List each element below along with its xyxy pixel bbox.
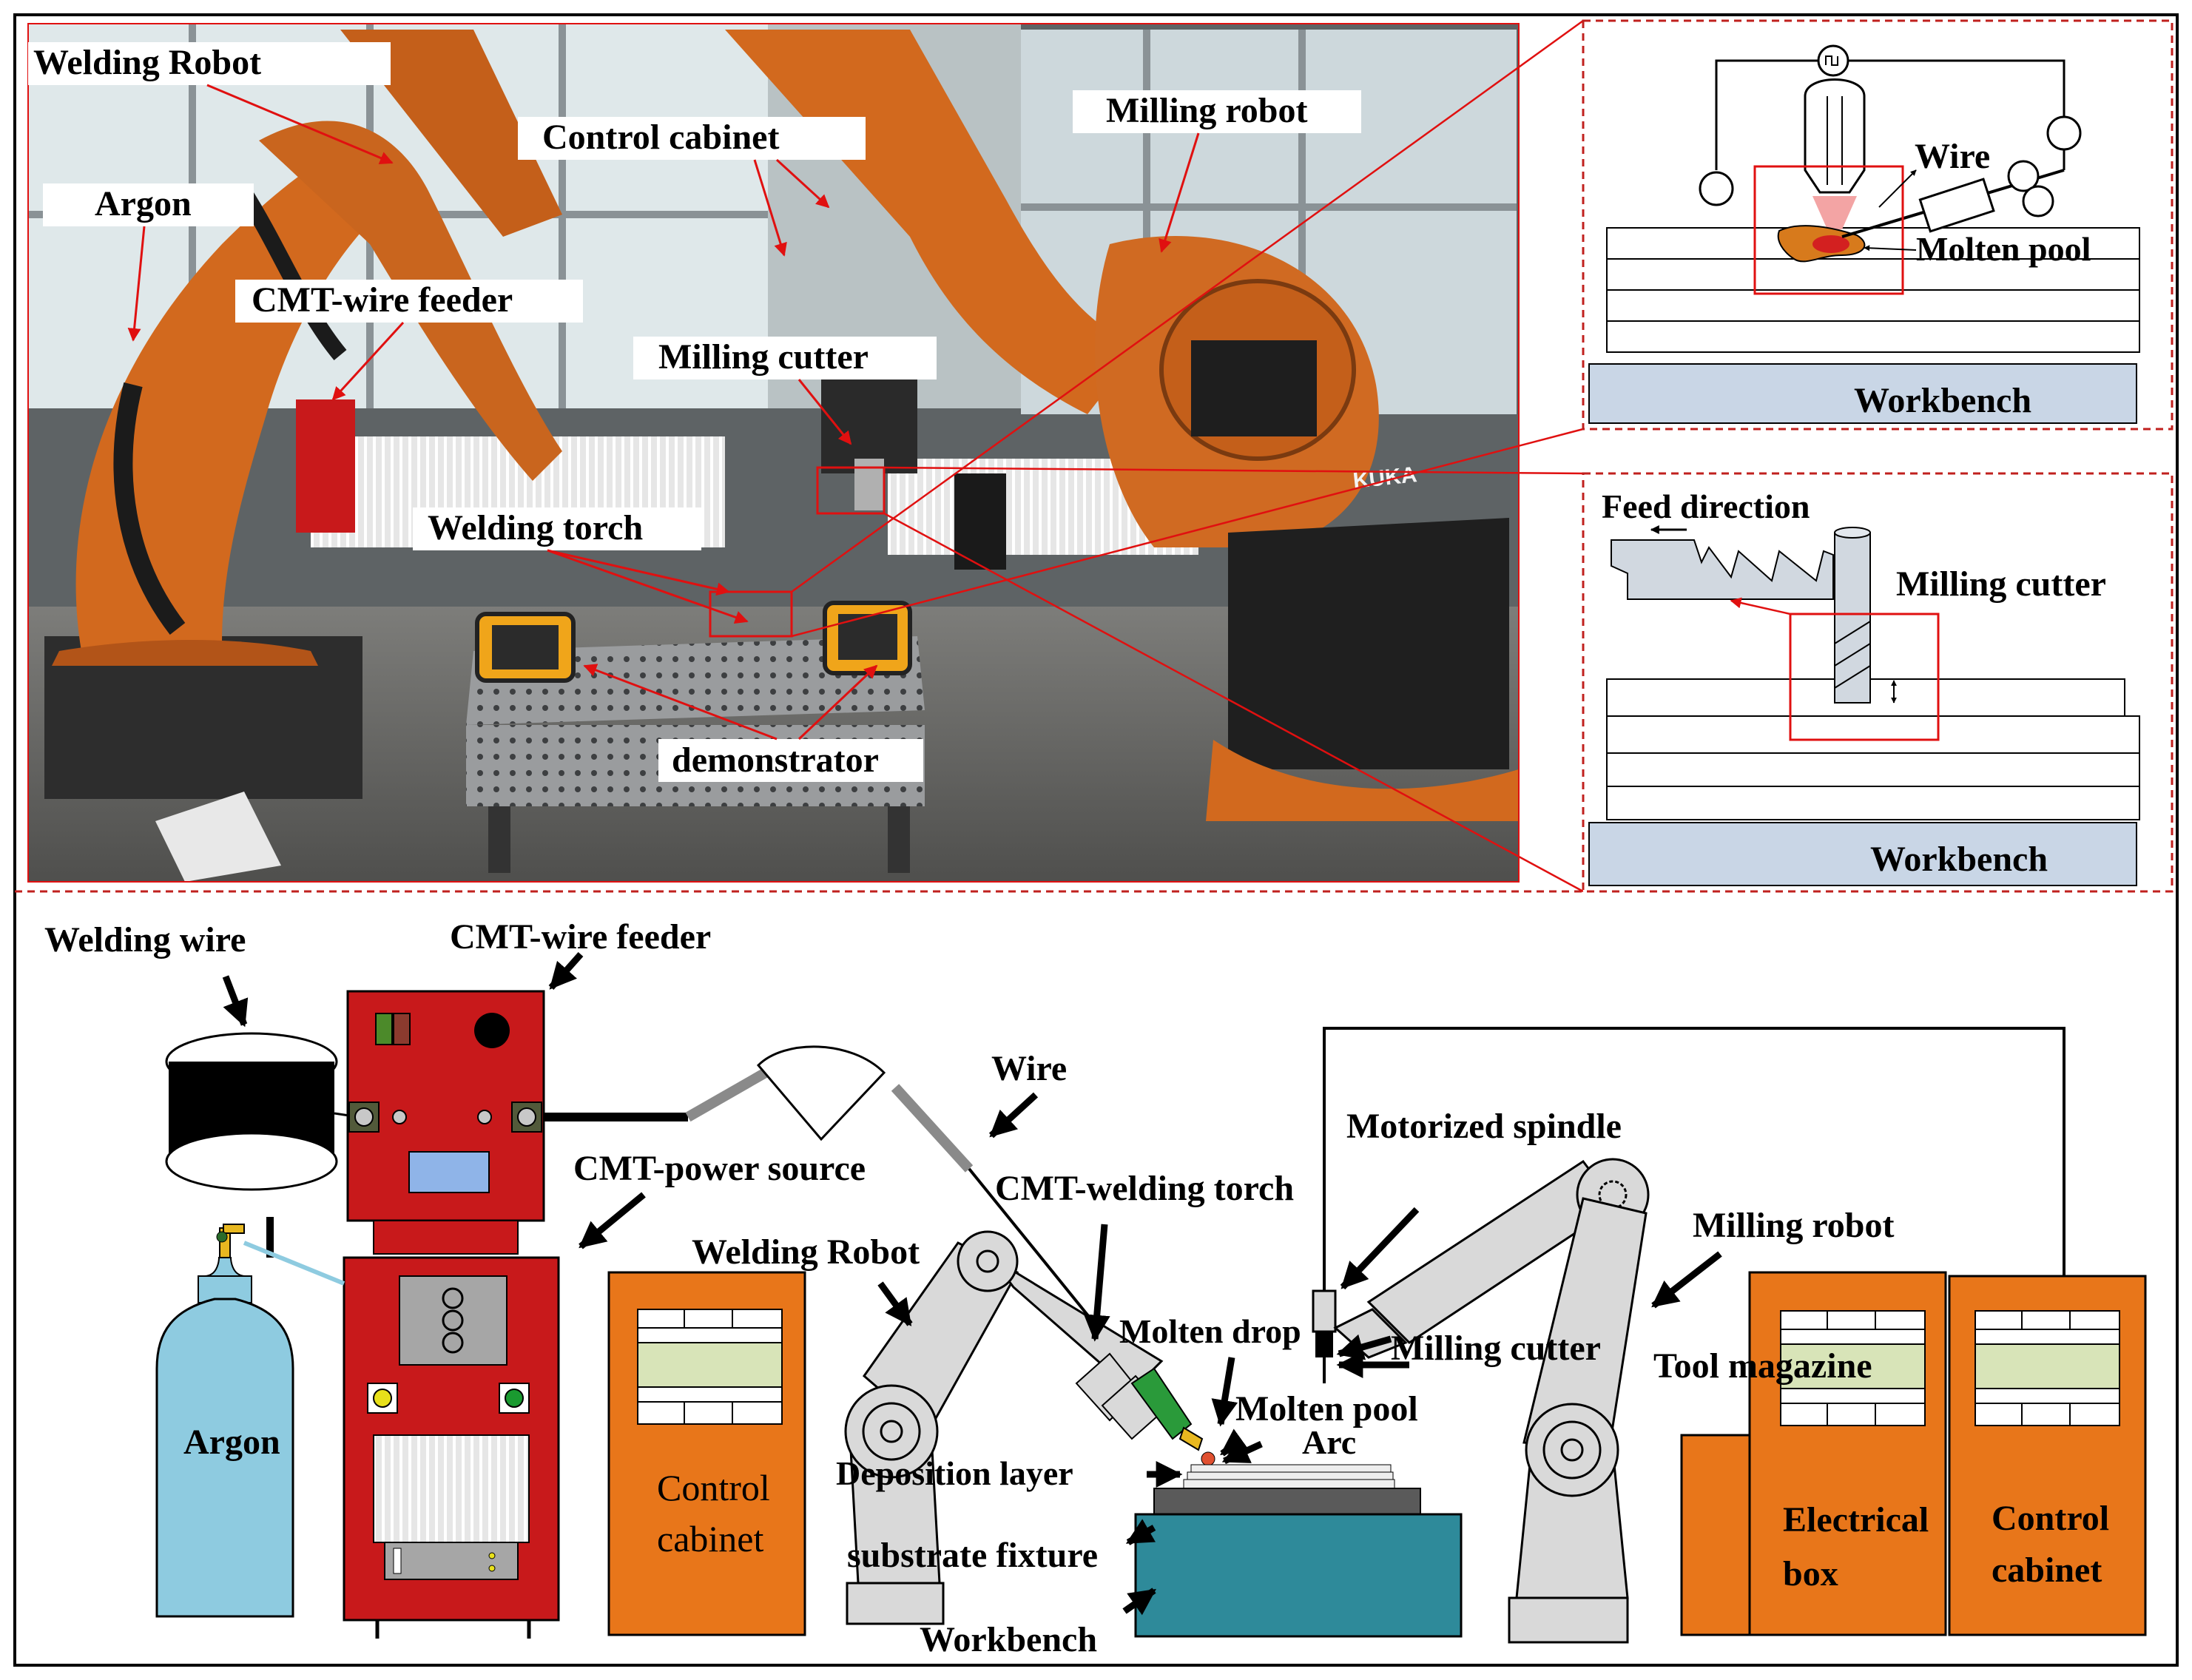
sch-label-control-cabinet2-1: Control	[1992, 1499, 2109, 1538]
inset-label-molten-pool: Molten pool	[1916, 230, 2091, 268]
inset-label-workbench-bottom: Workbench	[1870, 840, 2048, 879]
sch-label-deposition-layer: Deposition layer	[836, 1454, 1073, 1492]
wire-feeder-box	[346, 990, 545, 1255]
control-cabinet-left	[607, 1271, 806, 1636]
wire-spool	[165, 1032, 360, 1191]
label-demonstrator: demonstrator	[672, 741, 879, 780]
sch-label-workbench: Workbench	[920, 1620, 1097, 1659]
sch-label-electrical-box-2: box	[1783, 1554, 1838, 1593]
argon-bottle	[155, 1217, 345, 1618]
deposition-stack	[1134, 1464, 1463, 1638]
schematic-arrows	[222, 952, 1722, 1616]
inset-label-wire: Wire	[1915, 137, 1990, 176]
sch-label-molten-pool: Molten pool	[1235, 1389, 1418, 1428]
milling-robot	[1312, 1027, 2065, 1644]
inset-welding: Wire Molten pool Workbench	[1582, 19, 2174, 431]
sch-label-cmt-power-source: CMT-power source	[573, 1149, 866, 1188]
sch-label-argon: Argon	[183, 1423, 280, 1462]
label-cmt-wire-feeder: CMT-wire feeder	[252, 280, 513, 320]
sch-label-molten-drop: Molten drop	[1119, 1312, 1301, 1350]
sch-label-arc: Arc	[1302, 1423, 1356, 1461]
label-argon: Argon	[95, 184, 192, 223]
schematic: Welding wire CMT-wire feeder Wire CMT-po…	[44, 917, 2147, 1659]
photo-arrows	[127, 84, 1200, 741]
power-source-box	[343, 1256, 560, 1639]
sch-label-milling-cutter: Milling cutter	[1391, 1329, 1601, 1368]
label-welding-robot: Welding Robot	[33, 43, 261, 82]
welding-robot	[844, 1230, 1215, 1625]
sch-label-substrate-fixture: substrate fixture	[847, 1536, 1098, 1575]
inset-milling: Feed direction Milling cutter Workbench	[1582, 472, 2174, 893]
sch-label-electrical-box-1: Electrical	[1783, 1500, 1929, 1539]
sch-label-cmt-wire-feeder: CMT-wire feeder	[450, 917, 711, 957]
sch-label-milling-robot: Milling robot	[1693, 1206, 1894, 1245]
label-welding-torch: Welding torch	[428, 508, 643, 547]
label-milling-cutter: Milling cutter	[658, 337, 869, 377]
sch-label-motorized-spindle: Motorized spindle	[1346, 1107, 1622, 1146]
label-milling-robot: Milling robot	[1106, 91, 1307, 130]
inset-label-feed-direction: Feed direction	[1602, 488, 1810, 525]
photo-labels: Welding Robot Control cabinet Milling ro…	[28, 42, 1361, 782]
inset-label-milling-cutter: Milling cutter	[1896, 564, 2106, 604]
sch-label-welding-wire: Welding wire	[44, 920, 246, 959]
sch-label-cmt-welding-torch: CMT-welding torch	[995, 1169, 1294, 1208]
photo-border	[27, 23, 1520, 883]
photo-mill-box	[816, 466, 886, 515]
photo-weld-box	[709, 590, 793, 638]
connector-lines	[791, 19, 1584, 893]
outer-frame	[13, 13, 2179, 1667]
sch-label-control-cabinet2-2: cabinet	[1992, 1551, 2102, 1590]
sch-label-control-cabinet-2: cabinet	[657, 1518, 763, 1559]
sch-label-wire: Wire	[991, 1049, 1067, 1088]
right-cabinets	[1680, 1271, 2147, 1636]
sch-label-tool-magazine: Tool magazine	[1653, 1346, 1872, 1386]
label-control-cabinet: Control cabinet	[542, 118, 779, 157]
sch-label-control-cabinet-1: Control	[657, 1467, 770, 1508]
inset-label-workbench-top: Workbench	[1854, 381, 2031, 420]
sch-label-welding-robot: Welding Robot	[692, 1232, 920, 1272]
